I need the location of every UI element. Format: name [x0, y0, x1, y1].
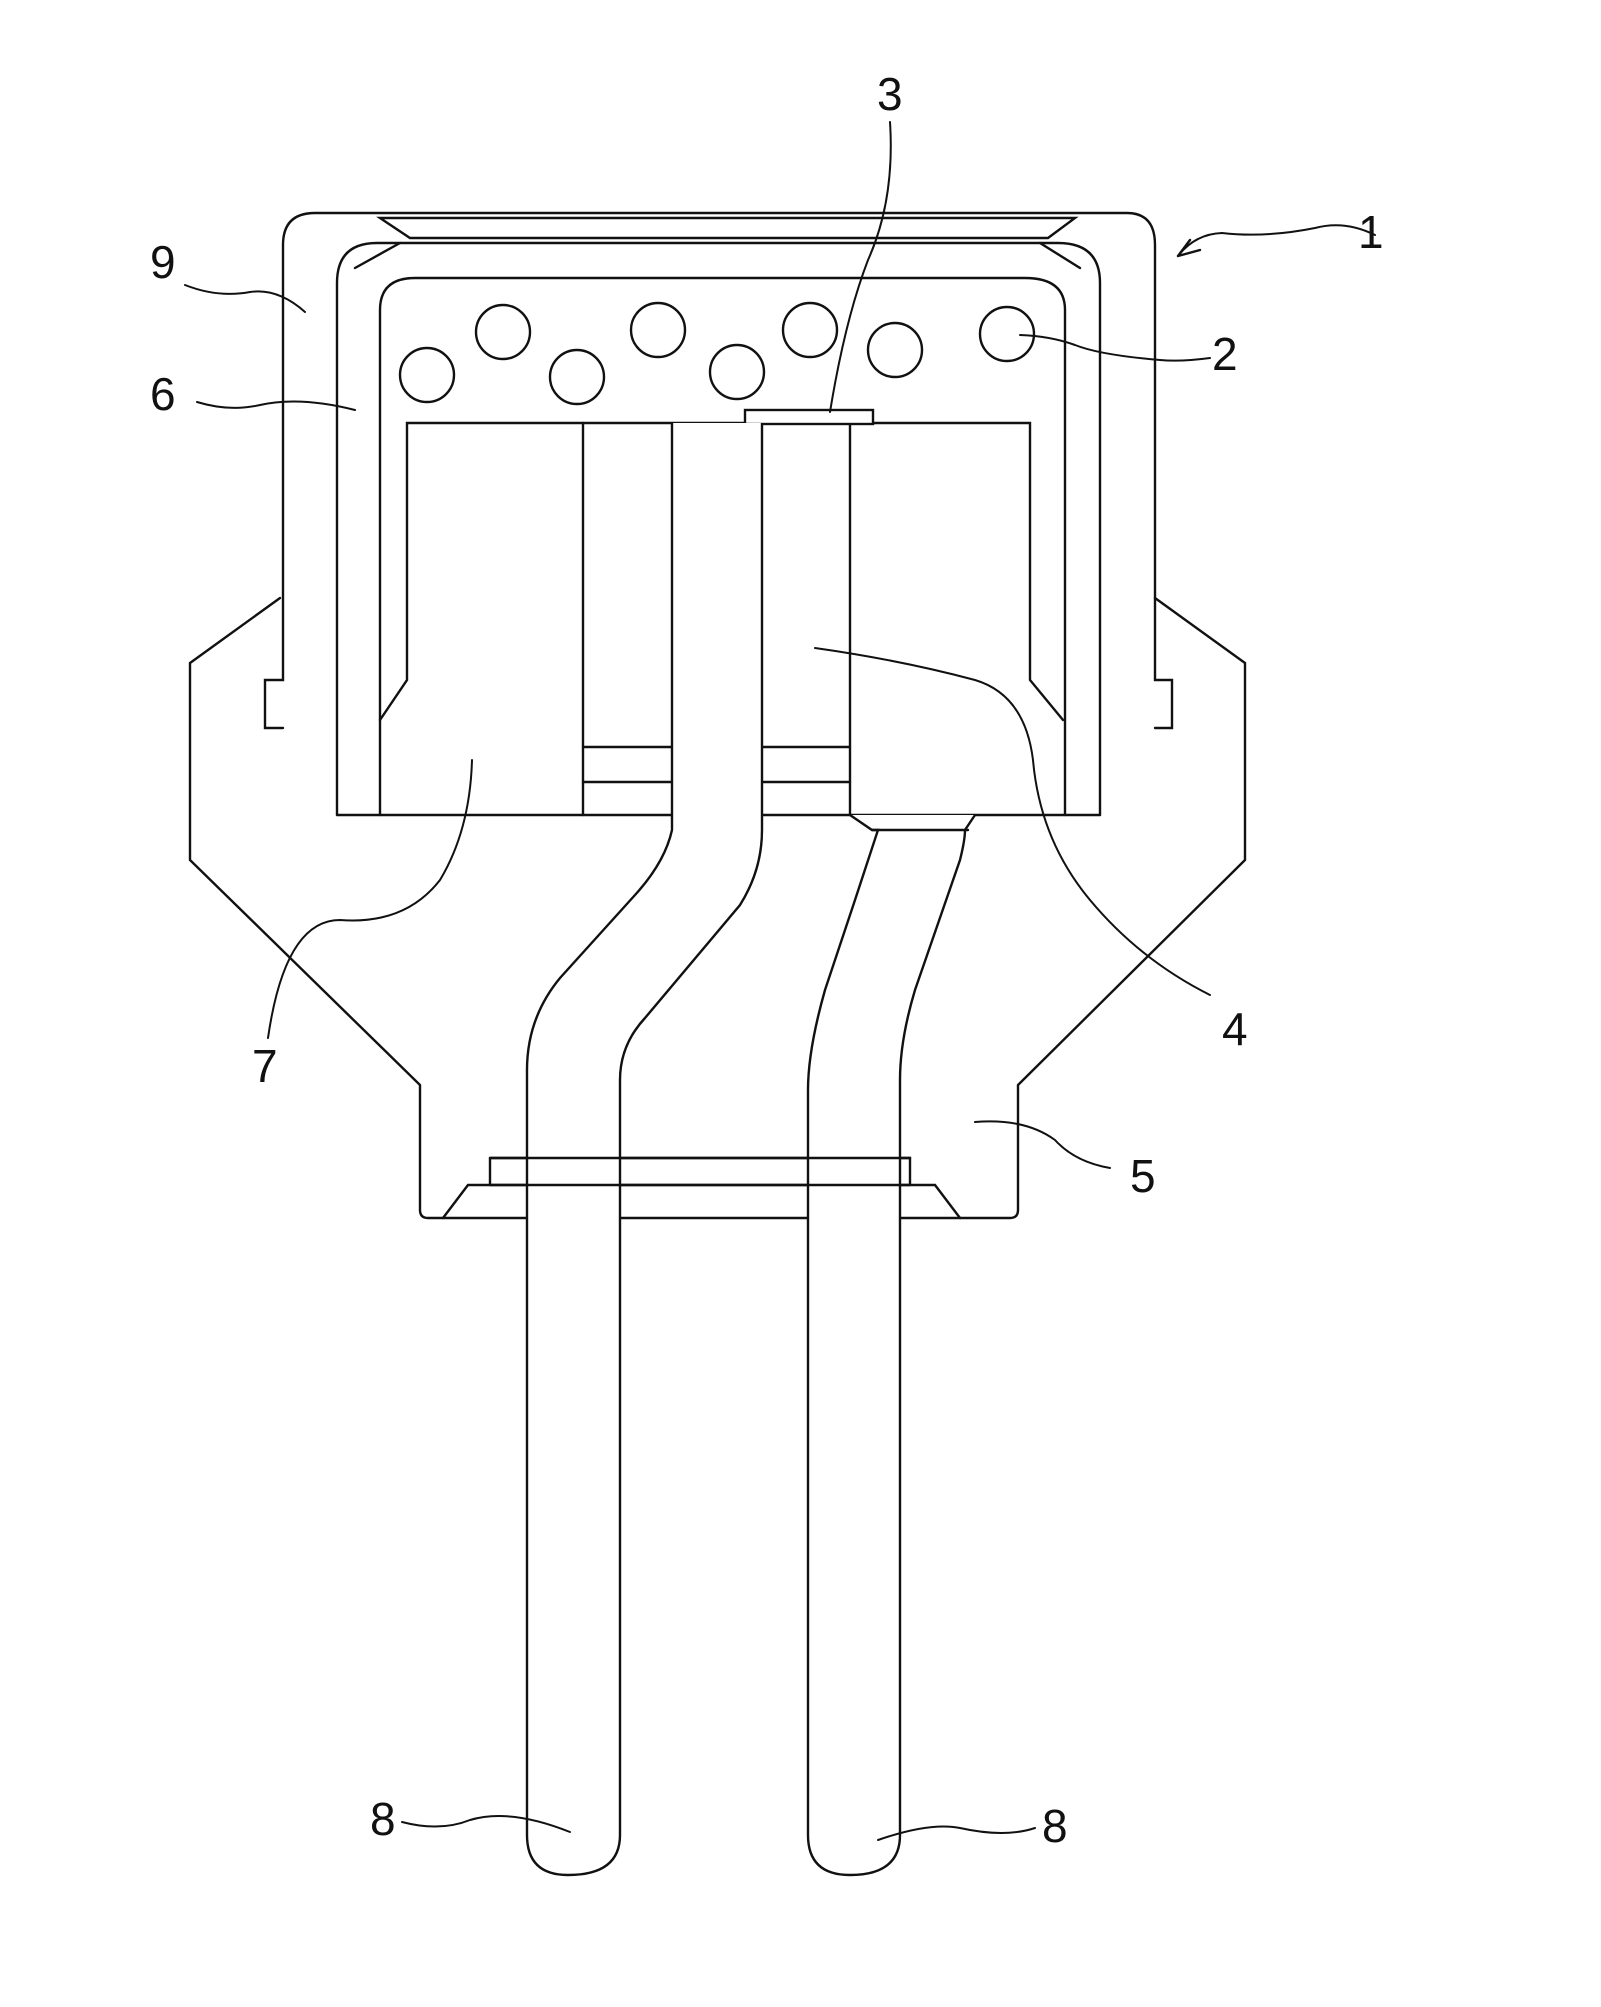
- inner-cup-shoulder: [355, 243, 1080, 268]
- leader-2: [1020, 335, 1210, 361]
- leader-6: [197, 401, 355, 410]
- leader-5: [975, 1121, 1110, 1168]
- lead-left: [527, 423, 762, 1875]
- leader-9: [185, 285, 305, 312]
- leader-1: [1178, 225, 1375, 256]
- label-1: 1: [1358, 206, 1384, 258]
- label-8-left: 8: [370, 1793, 396, 1845]
- lead-right: [808, 815, 975, 1875]
- label-4: 4: [1222, 1003, 1248, 1055]
- leader-7: [268, 760, 472, 1038]
- label-9: 9: [150, 236, 176, 288]
- label-3: 3: [877, 68, 903, 120]
- filler-particles: [400, 303, 1034, 404]
- label-2: 2: [1212, 328, 1238, 380]
- arrowhead-1: [1178, 240, 1200, 256]
- leader-8b: [878, 1827, 1035, 1841]
- label-8-right: 8: [1042, 1800, 1068, 1852]
- label-7: 7: [252, 1040, 278, 1092]
- chip: [745, 410, 873, 424]
- label-6: 6: [150, 368, 176, 420]
- top-plate: [380, 218, 1075, 238]
- label-5: 5: [1130, 1150, 1156, 1202]
